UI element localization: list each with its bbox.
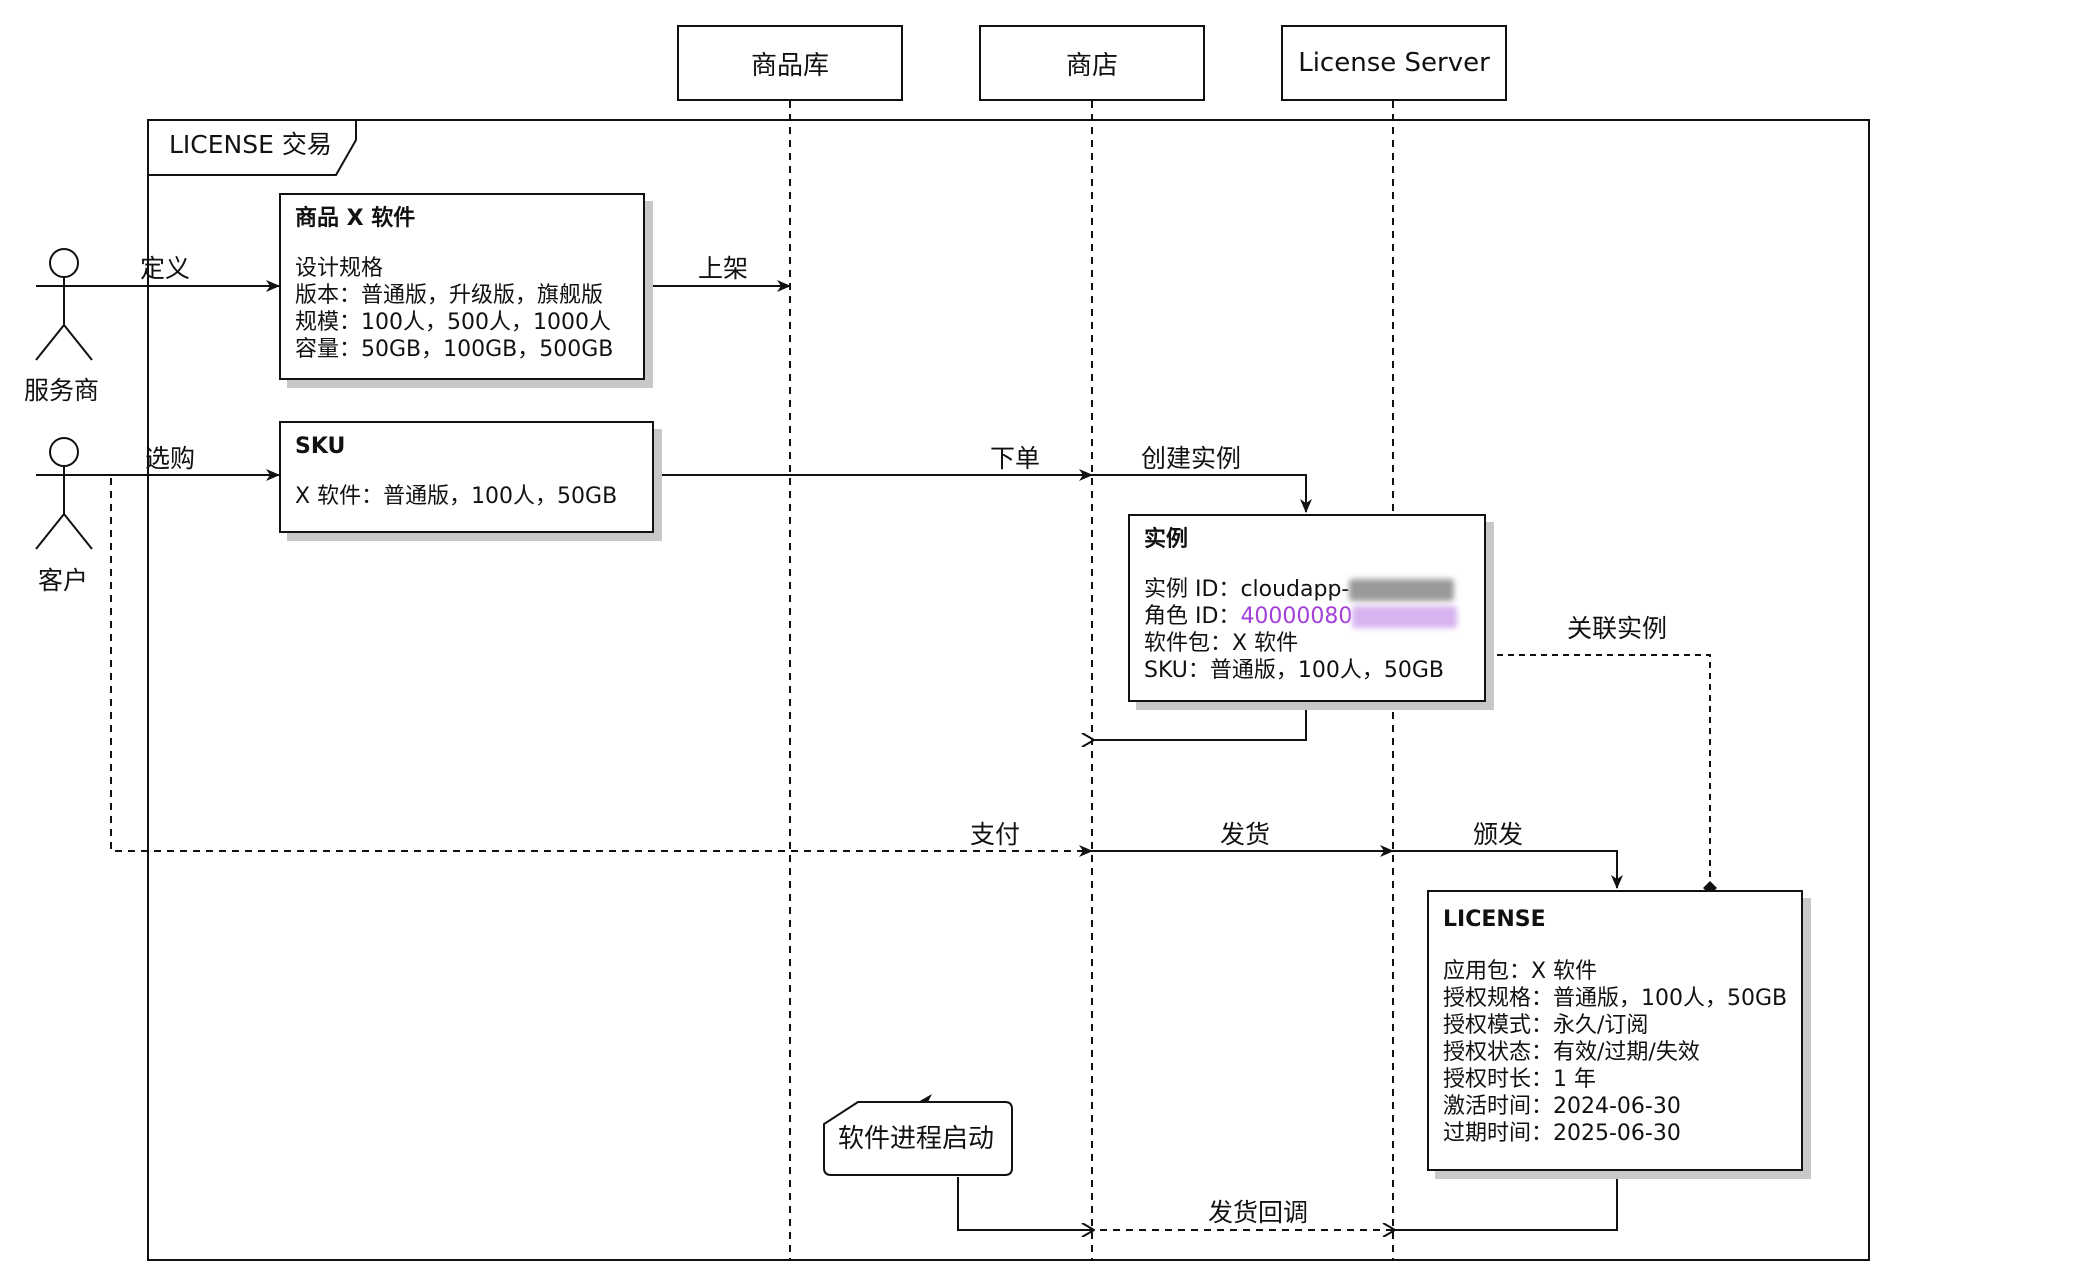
instance-box[interactable]: 实例 实例 ID：cloudapp- 角色 ID：40000080 软件包：X … <box>1128 514 1486 702</box>
lifeline-head-store-label: 商店 <box>1065 50 1118 81</box>
lifeline-head-catalog-label: 商品库 <box>750 50 829 81</box>
sku-box-title: SKU <box>295 434 346 459</box>
sku-box[interactable]: SKU X 软件：普通版，100人，50GB <box>279 421 654 533</box>
arrow-create-instance <box>1092 474 1312 513</box>
msg-pay-label: 支付 <box>970 820 1021 849</box>
instance-sku-line: SKU：普通版，100人，50GB <box>1144 658 1445 683</box>
frame-label: LICENSE 交易 <box>169 130 332 159</box>
lifeline-head-catalog[interactable]: 商品库 <box>677 25 903 101</box>
license-box[interactable]: LICENSE 应用包：X 软件 授权规格：普通版，100人，50GB 授权模式… <box>1427 890 1803 1171</box>
note-shape <box>823 1101 1013 1176</box>
actor-provider-label: 服务商 <box>24 376 100 405</box>
msg-create-instance-label: 创建实例 <box>1141 444 1242 473</box>
license-box-title: LICENSE <box>1443 907 1546 932</box>
note-pointer <box>918 1094 932 1102</box>
role-id-label: 角色 ID： <box>1144 604 1241 629</box>
frame-label-tab <box>148 119 357 176</box>
instance-box-title: 实例 <box>1144 527 1189 552</box>
lifeline-head-license-server[interactable]: License Server <box>1281 25 1507 101</box>
license-attr-line: 激活时间：2024-06-30 <box>1443 1094 1681 1119</box>
arrow-issue <box>1393 850 1623 889</box>
lifeline-head-license-server-label: License Server <box>1298 48 1490 78</box>
product-box[interactable]: 商品 X 软件 设计规格 版本：普通版，升级版，旗舰版 规模：100人，500人… <box>279 193 645 380</box>
note-label: 软件进程启动 <box>838 1124 995 1154</box>
redacted-instance-id <box>1349 579 1455 601</box>
msg-ship-callback-label: 发货回调 <box>1208 1198 1309 1227</box>
msg-ship-label: 发货 <box>1220 820 1271 849</box>
product-spec-line: 版本：普通版，升级版，旗舰版 <box>295 283 604 308</box>
msg-link-instance-label: 关联实例 <box>1567 614 1668 643</box>
msg-publish-label: 上架 <box>698 254 749 283</box>
instance-package-line: 软件包：X 软件 <box>1144 631 1299 656</box>
product-spec-line: 容量：50GB，100GB，500GB <box>295 337 614 362</box>
msg-select-label: 选购 <box>145 444 196 473</box>
license-attr-line: 授权模式：永久/订阅 <box>1443 1013 1649 1038</box>
instance-id-line: 实例 ID：cloudapp- <box>1144 576 1470 603</box>
license-attr-line: 授权规格：普通版，100人，50GB <box>1443 986 1788 1011</box>
license-attr-line: 授权时长：1 年 <box>1443 1067 1596 1092</box>
license-attr-line: 授权状态：有效/过期/失效 <box>1443 1040 1700 1065</box>
lifeline-head-store[interactable]: 商店 <box>979 25 1205 101</box>
role-id-value: 40000080 <box>1240 604 1353 629</box>
role-id-line: 角色 ID：40000080 <box>1144 603 1470 630</box>
instance-id-label: 实例 ID： <box>1144 577 1241 602</box>
actor-customer-label: 客户 <box>38 566 89 595</box>
license-attr-line: 应用包：X 软件 <box>1443 959 1598 984</box>
msg-define-label: 定义 <box>140 254 191 283</box>
product-box-title: 商品 X 软件 <box>295 206 416 231</box>
note-connector <box>957 1177 1092 1231</box>
license-attr-line: 过期时间：2025-06-30 <box>1443 1121 1681 1146</box>
product-spec-line: 设计规格 <box>295 256 384 281</box>
msg-order-label: 下单 <box>990 444 1041 473</box>
instance-id-value: cloudapp- <box>1240 577 1350 602</box>
msg-issue-label: 颁发 <box>1473 820 1524 849</box>
arrow-instance-return <box>1094 700 1307 740</box>
actor-provider-figure <box>35 248 93 361</box>
actor-customer-figure <box>35 437 93 550</box>
arrow-link-instance <box>1479 655 1710 888</box>
sku-line: X 软件：普通版，100人，50GB <box>295 484 618 509</box>
arrow-license-return <box>1395 1169 1618 1230</box>
redacted-role-id <box>1352 606 1458 628</box>
arrow-pay <box>110 478 1093 857</box>
product-spec-line: 规模：100人，500人，1000人 <box>295 310 611 335</box>
